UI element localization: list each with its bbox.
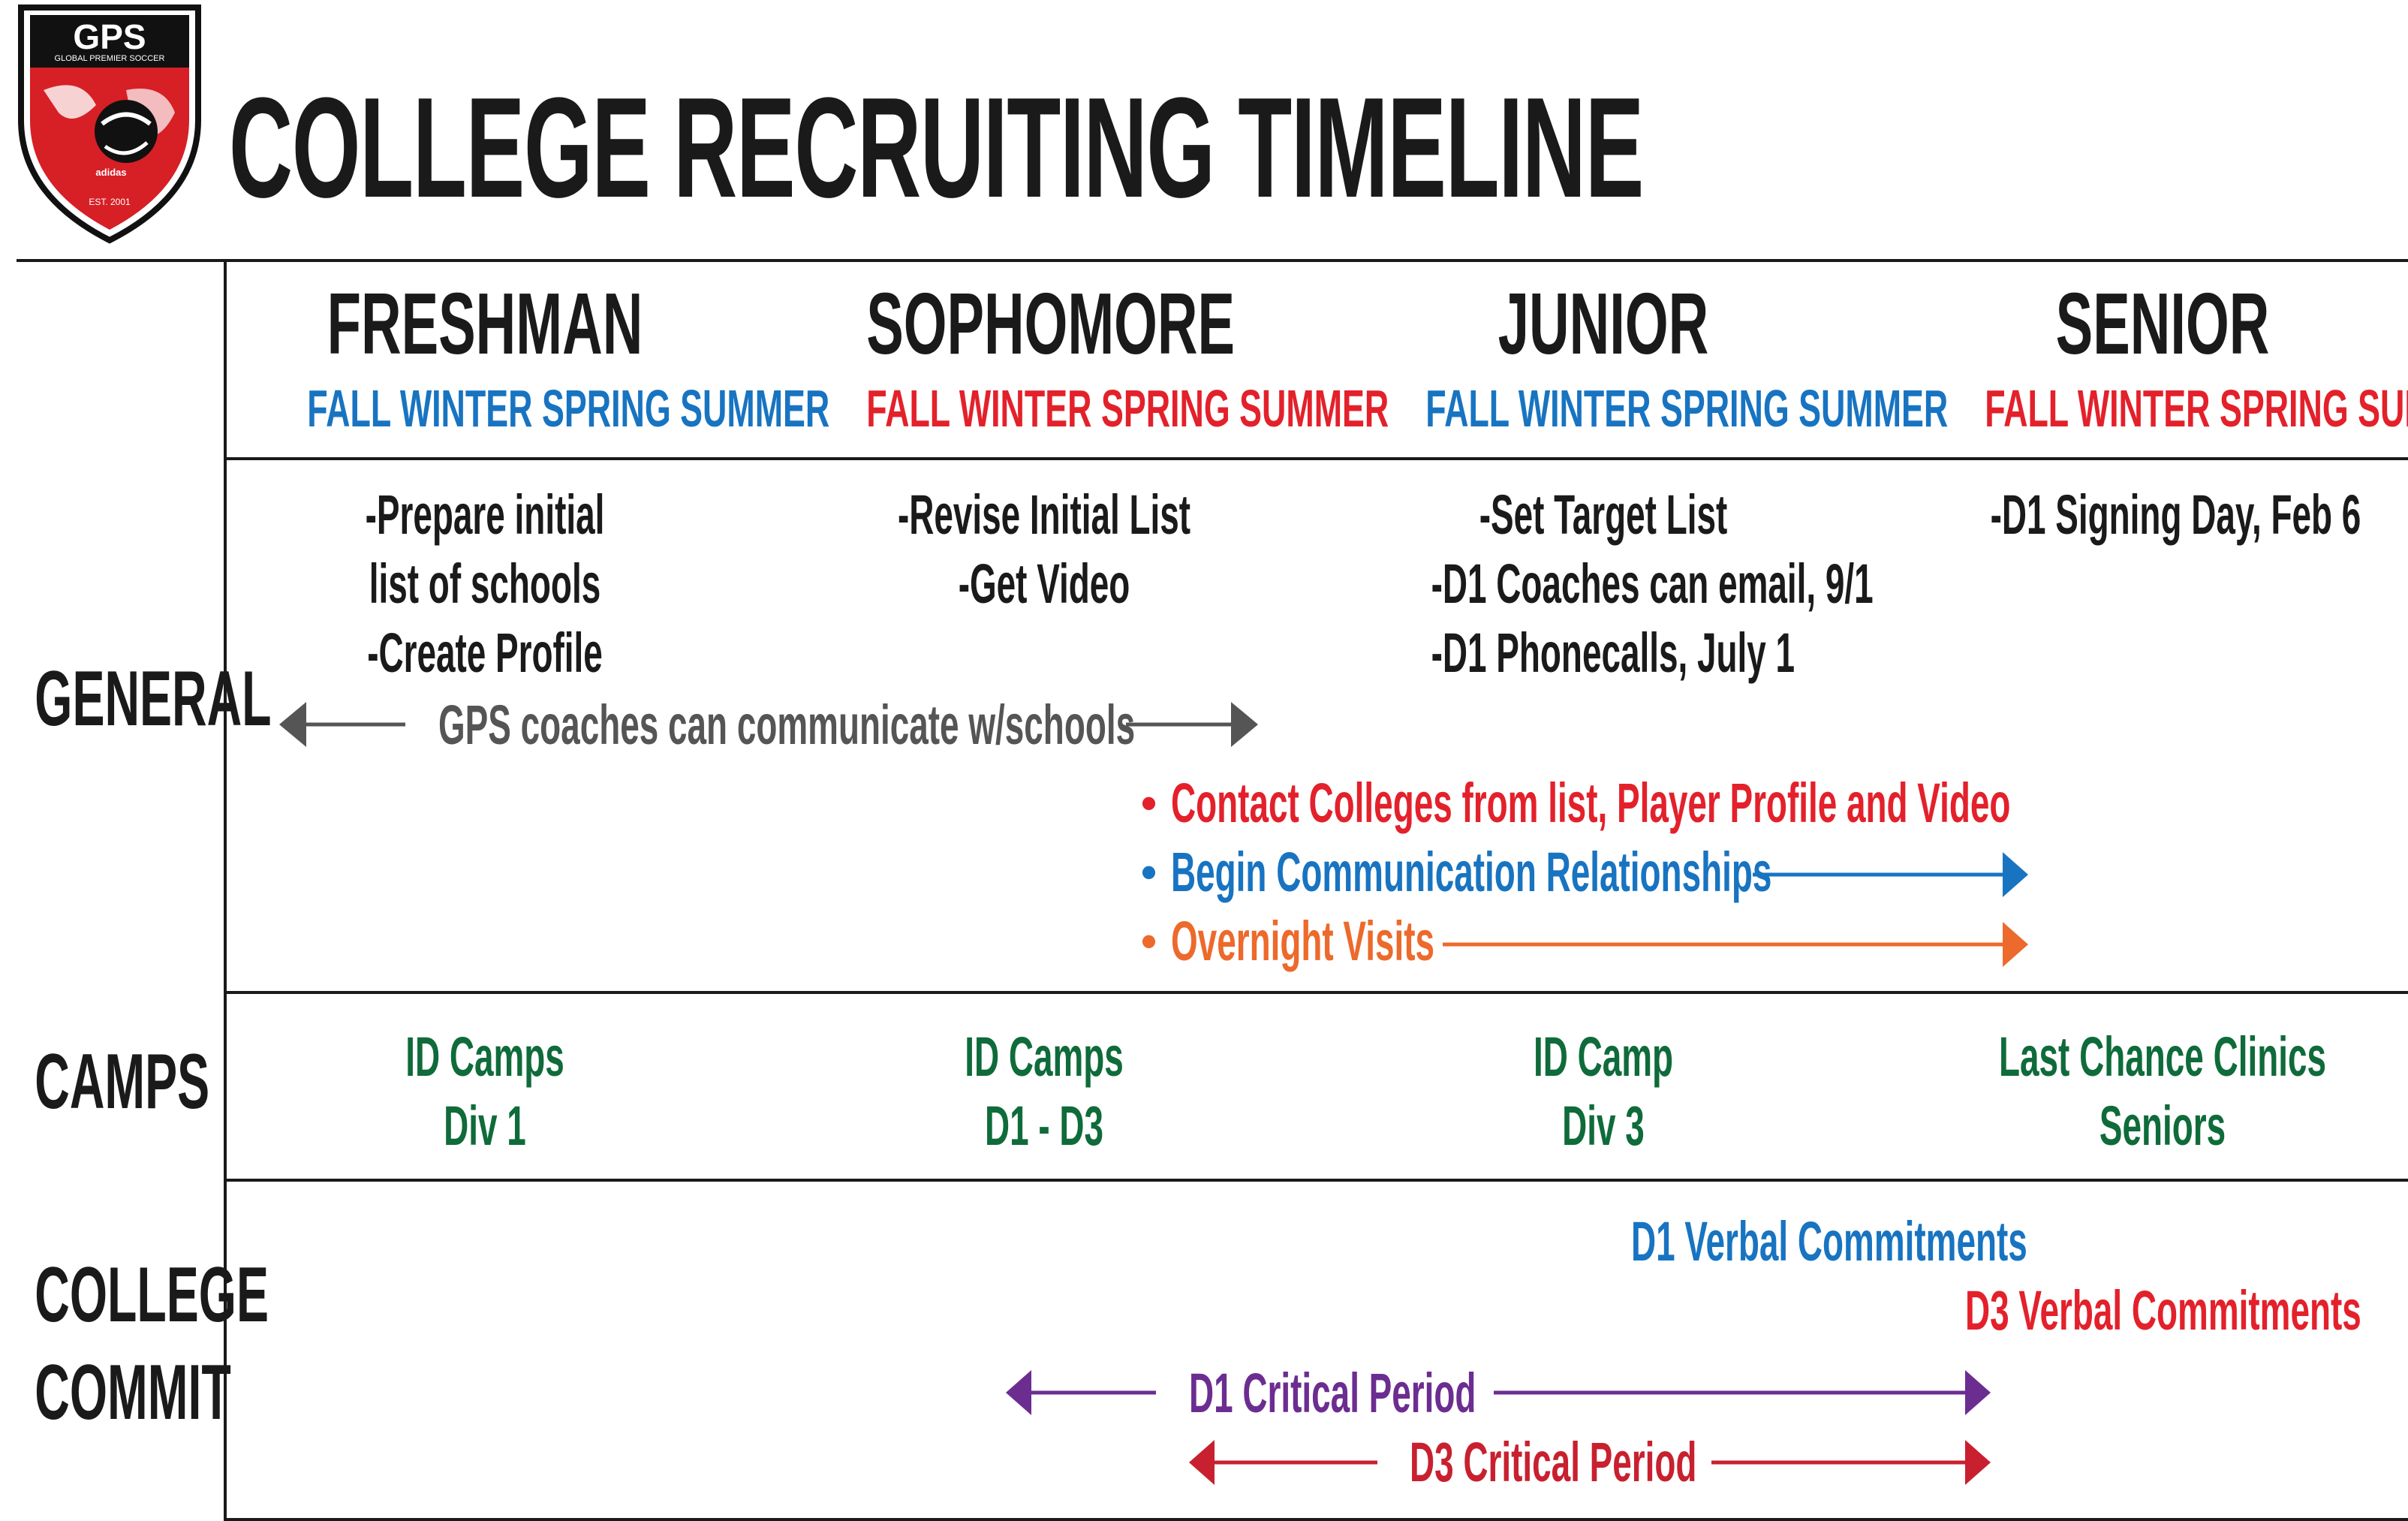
- gps-coaches-label: GPS coaches can communicate w/schools: [438, 694, 1136, 756]
- camp-item: Seniors: [2099, 1095, 2226, 1157]
- general-item: list of schools: [369, 553, 601, 615]
- d1-critical-period-label: D1 Critical Period: [1189, 1362, 1476, 1424]
- general-item: -Set Target List: [1479, 483, 1728, 546]
- d1-verbal-commitments: D1 Verbal Commitments: [1631, 1210, 2027, 1273]
- col-header-freshman: FRESHMAN FALL WINTER SPRING SUMMER: [207, 275, 829, 438]
- camp-item: Div 3: [1562, 1095, 1645, 1157]
- logo-brand: GPS: [73, 17, 146, 56]
- general-item: -D1 Phonecalls, July 1: [1431, 622, 1795, 684]
- bullet-begin-communication: Begin Communication Relationships: [1171, 841, 1772, 903]
- camp-item: D1 - D3: [984, 1095, 1104, 1157]
- d3-critical-period-arrow: [1189, 1440, 1991, 1485]
- col-header-senior: SENIOR FALL WINTER SPRING SUMMER: [1885, 276, 2408, 438]
- col-header-sophomore: SOPHOMORE FALL WINTER SPRING SUMMER: [766, 275, 1389, 438]
- divider-vertical: [224, 259, 227, 1521]
- d1-critical-period-arrow: [1006, 1370, 1991, 1415]
- gps-logo: GPS GLOBAL PREMIER SOCCER adidas EST. 20…: [14, 0, 206, 245]
- year-label: FRESHMAN: [327, 275, 643, 372]
- d3-critical-period-label: D3 Critical Period: [1410, 1431, 1697, 1493]
- camps-cell-sophomore: ID Camps D1 - D3: [766, 1023, 1322, 1161]
- camps-cell-freshman: ID Camps Div 1: [207, 1023, 763, 1161]
- divider-bottom: [224, 1518, 2408, 1521]
- year-label: SENIOR: [2055, 275, 2270, 372]
- general-cell-sophomore: -Revise Initial List -Get Video: [766, 480, 1322, 619]
- general-item: -D1 Signing Day, Feb 6: [1990, 483, 2361, 546]
- logo-est: EST. 2001: [89, 197, 131, 207]
- divider-top: [17, 259, 2408, 262]
- general-item: -Create Profile: [367, 622, 603, 684]
- camps-cell-junior: ID Camp Div 3: [1326, 1023, 1881, 1161]
- camps-cell-senior: Last Chance Clinics Seniors: [1885, 1023, 2408, 1161]
- year-label: SOPHOMORE: [866, 275, 1236, 372]
- gps-coaches-arrow: [279, 702, 1258, 747]
- general-cell-senior: -D1 Signing Day, Feb 6: [1885, 480, 2408, 550]
- camp-item: ID Camps: [965, 1026, 1124, 1088]
- divider-header: [224, 457, 2408, 460]
- bullet-contact-colleges: Contact Colleges from list, Player Profi…: [1171, 772, 2011, 834]
- general-item: -Prepare initial: [365, 483, 605, 546]
- bullet-dot-3: •: [1141, 916, 1157, 966]
- camp-item: Div 1: [444, 1095, 526, 1157]
- camp-item: Last Chance Clinics: [1999, 1026, 2326, 1088]
- camp-item: ID Camps: [405, 1026, 564, 1088]
- logo-sponsor: adidas: [95, 167, 127, 178]
- divider-camps: [224, 1179, 2408, 1182]
- year-label: JUNIOR: [1497, 275, 1709, 372]
- bullet-overnight-visits: Overnight Visits: [1171, 910, 1435, 972]
- general-item: -Get Video: [958, 553, 1130, 615]
- bullet-dot-1: •: [1141, 778, 1157, 828]
- logo-tagline: GLOBAL PREMIER SOCCER: [54, 54, 165, 63]
- bullet-dot-2: •: [1141, 847, 1157, 897]
- general-cell-freshman: -Prepare initial list of schools -Create…: [207, 480, 763, 688]
- col-header-junior: JUNIOR FALL WINTER SPRING SUMMER: [1326, 275, 1948, 438]
- page-title: COLLEGE RECRUITING TIMELINE: [229, 68, 1644, 227]
- divider-general: [224, 991, 2408, 994]
- general-cell-junior: -Set Target List -D1 Coaches can email, …: [1326, 480, 1881, 688]
- seasons-label: FALL WINTER SPRING SUMMER: [1985, 378, 2408, 438]
- d3-verbal-commitments: D3 Verbal Commitments: [1965, 1279, 2361, 1342]
- general-item: -Revise Initial List: [897, 483, 1191, 546]
- camp-item: ID Camp: [1533, 1026, 1674, 1088]
- communication-arrow: [1753, 852, 2028, 897]
- overnight-visits-arrow: [1443, 922, 2028, 967]
